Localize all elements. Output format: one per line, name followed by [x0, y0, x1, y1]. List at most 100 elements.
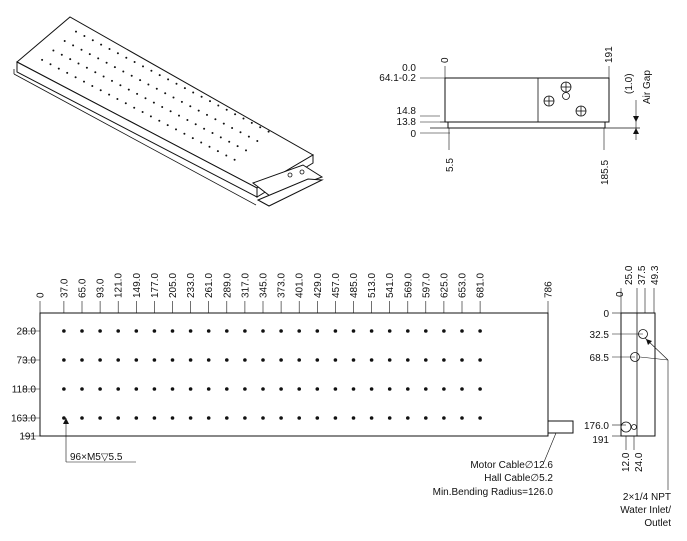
mounting-hole — [424, 387, 428, 391]
mounting-hole — [170, 358, 175, 362]
iso-mounting-hole — [234, 113, 237, 116]
x-dimension-label: 261.0 — [204, 273, 215, 298]
iso-mounting-hole — [222, 122, 225, 125]
iso-mounting-hole — [209, 100, 211, 103]
mounting-hole — [206, 358, 211, 362]
x-dimension-label: 345.0 — [259, 273, 270, 298]
x-dimension-label: 457.0 — [331, 273, 342, 298]
x-dimension-label: 485.0 — [349, 273, 360, 298]
front-top-label: 191 — [604, 46, 615, 63]
mounting-hole — [243, 329, 247, 333]
iso-mounting-hole — [183, 132, 186, 135]
iso-mounting-hole — [77, 62, 80, 65]
iso-port — [299, 169, 305, 175]
iso-mounting-hole — [208, 145, 211, 148]
x-dimension-label: 93.0 — [96, 278, 107, 298]
mounting-hole — [261, 329, 265, 333]
mounting-hole — [351, 358, 356, 362]
motor-cable-note: Motor Cable∅12.6 — [470, 460, 553, 471]
mounting-hole — [80, 416, 84, 420]
mounting-hole — [424, 416, 428, 420]
iso-mounting-hole — [83, 35, 86, 37]
mounting-hole — [406, 329, 410, 333]
x-dimension-label: 625.0 — [439, 273, 450, 298]
iso-mounting-hole — [66, 71, 69, 74]
iso-mounting-hole — [60, 53, 63, 56]
front-bottom-label: 5.5 — [445, 158, 456, 172]
x-dimension-label: 205.0 — [168, 273, 179, 298]
mounting-hole — [333, 358, 338, 362]
iso-mounting-hole — [189, 105, 192, 108]
iso-mounting-hole — [133, 106, 136, 109]
mounting-hole — [243, 358, 247, 362]
front-left-label: 0 — [410, 129, 416, 140]
mounting-hole — [279, 329, 283, 333]
iso-mounting-hole — [141, 111, 144, 113]
iso-mounting-hole — [178, 114, 180, 117]
iso-mounting-hole — [149, 115, 152, 118]
iso-mounting-hole — [206, 113, 208, 116]
side-view-body — [620, 312, 656, 437]
x-dimension-label: 317.0 — [240, 273, 251, 298]
side-top-label: 25.0 — [624, 265, 635, 285]
mounting-hole — [62, 358, 66, 362]
air-gap-value: (1.0) — [624, 73, 635, 94]
mounting-hole — [333, 329, 338, 333]
iso-mounting-hole — [127, 88, 130, 91]
iso-mounting-hole — [49, 63, 52, 66]
mounting-hole — [152, 329, 157, 333]
mounting-hole — [243, 387, 247, 391]
y-dimension-label: 28.0 — [17, 327, 37, 338]
iso-mounting-hole — [245, 149, 247, 152]
iso-mounting-hole — [161, 106, 164, 108]
x-dimension-label: 401.0 — [295, 273, 306, 298]
mounting-hole — [206, 416, 211, 420]
mounting-hole — [442, 358, 446, 362]
iso-mounting-hole — [119, 84, 122, 87]
mounting-hole — [351, 416, 356, 420]
mounting-hole — [225, 358, 229, 362]
mounting-hole — [406, 416, 410, 420]
mounting-hole — [424, 329, 428, 333]
iso-mounting-hole — [100, 43, 103, 46]
iso-mounting-hole — [99, 89, 102, 92]
y-dimension-label: 163.0 — [11, 414, 36, 425]
mounting-hole — [369, 329, 374, 333]
iso-mounting-hole — [102, 75, 105, 78]
front-left-label: 64.1-0.2 — [379, 73, 416, 84]
mounting-hole — [116, 416, 120, 420]
iso-mounting-hole — [167, 78, 170, 81]
x-dimension-label: 429.0 — [313, 273, 324, 298]
iso-mounting-hole — [108, 93, 111, 96]
mounting-hole — [424, 358, 428, 362]
iso-mounting-hole — [150, 69, 153, 72]
iso-top-face — [16, 16, 314, 189]
mounting-hole — [442, 329, 446, 333]
iso-mounting-hole — [231, 127, 234, 129]
mounting-hole — [442, 387, 446, 391]
side-left-label: 68.5 — [590, 353, 610, 364]
iso-mounting-hole — [116, 98, 119, 100]
iso-mounting-hole — [267, 130, 270, 133]
side-top-label: 0 — [615, 291, 626, 297]
water-port-icon — [631, 424, 637, 430]
x-dimension-label: 177.0 — [150, 273, 161, 298]
mounting-hole — [406, 387, 410, 391]
iso-mounting-hole — [236, 145, 239, 148]
mounting-hole — [297, 416, 302, 420]
iso-mounting-hole — [147, 83, 150, 86]
iso-mounting-hole — [186, 119, 189, 121]
front-coil-body — [444, 77, 610, 123]
side-left-label: 0 — [603, 309, 609, 320]
iso-mounting-hole — [97, 57, 100, 60]
mounting-hole — [297, 358, 302, 362]
mounting-hole — [387, 416, 392, 420]
iso-mounting-hole — [217, 104, 220, 107]
iso-port — [287, 172, 293, 178]
air-gap-label: Air Gap — [642, 70, 653, 104]
y-dimension-label: 118.0 — [12, 385, 37, 396]
mounting-hole — [279, 358, 283, 362]
